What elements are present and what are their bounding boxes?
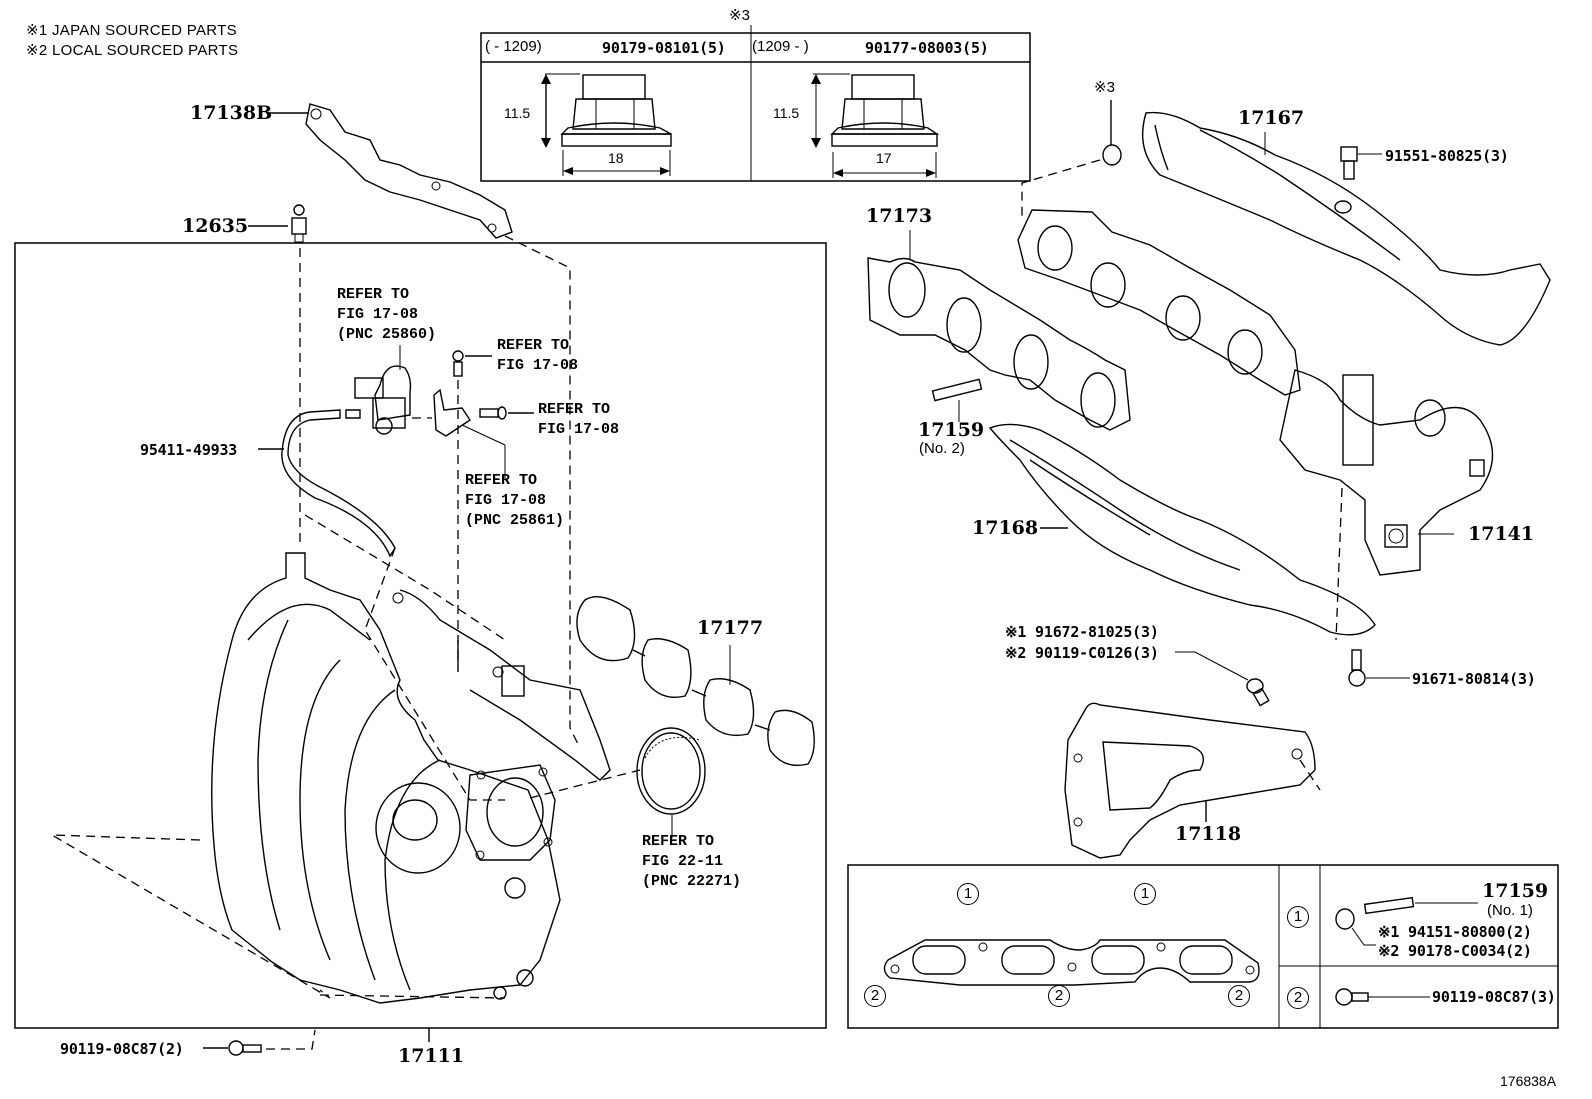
refer-to-fig-17-08-pnc-25861[interactable]: REFER TO FIG 17-08 (PNC 25861) bbox=[465, 471, 564, 531]
stud-12635-drawing bbox=[248, 204, 307, 548]
label-nut-94151-80800[interactable]: ※1 94151-80800(2) bbox=[1378, 923, 1532, 941]
ref-line: (PNC 25860) bbox=[337, 326, 437, 343]
exhaust-manifold-17141-drawing bbox=[1017, 209, 1494, 641]
nut-left-part-number[interactable]: 90179-08101(5) bbox=[602, 39, 726, 57]
figure-id: 176838A bbox=[1500, 1073, 1557, 1089]
stud-no1-and-nut-drawing bbox=[1335, 896, 1478, 1006]
ref-line: FIG 17-08 bbox=[465, 492, 547, 509]
label-bolt-90119-08c87-2[interactable]: 90119-08C87(2) bbox=[60, 1040, 184, 1058]
nut-left-height: 11.5 bbox=[504, 105, 531, 121]
flange-nut-drawing-right bbox=[811, 73, 940, 178]
label-bolt-91672-81025[interactable]: ※1 91672-81025(3) bbox=[1005, 623, 1159, 641]
label-manifold-17111[interactable]: 17111 bbox=[398, 1045, 465, 1067]
label-12635[interactable]: 12635 bbox=[182, 215, 249, 237]
nut-table-marker: ※3 bbox=[729, 7, 750, 24]
label-stud-no1-sub: (No. 1) bbox=[1487, 902, 1533, 919]
flange-nut-drawing-left bbox=[541, 73, 672, 176]
ref-line: FIG 17-08 bbox=[497, 357, 579, 374]
ref-line: REFER TO bbox=[642, 833, 715, 850]
vsv-and-hose-drawing bbox=[258, 345, 534, 660]
gasket-17177-drawing bbox=[576, 596, 815, 767]
heat-insulator-17167-drawing bbox=[1141, 111, 1551, 346]
label-stud-17159-no2[interactable]: 17159 bbox=[918, 419, 985, 441]
refer-to-fig-17-08-pnc-25860[interactable]: REFER TO FIG 17-08 (PNC 25860) bbox=[337, 285, 436, 345]
heat-insulator-17168-drawing bbox=[988, 423, 1376, 636]
position-marker-2: 2 bbox=[1228, 985, 1250, 1007]
label-bolt-91551-80825[interactable]: 91551-80825(3) bbox=[1385, 147, 1509, 165]
bolt-91551-drawing bbox=[1340, 146, 1382, 180]
label-stud-no2-sub: (No. 2) bbox=[919, 440, 965, 457]
label-stud-17159-no1[interactable]: 17159 bbox=[1482, 880, 1549, 902]
position-marker-2: 2 bbox=[864, 985, 886, 1007]
label-nut-marker-3: ※3 bbox=[1094, 79, 1115, 96]
bracket-17138b-drawing bbox=[266, 103, 579, 745]
nut-left-width: 18 bbox=[608, 150, 624, 166]
ref-line: (PNC 25861) bbox=[465, 512, 565, 529]
label-gasket-17173[interactable]: 17173 bbox=[866, 205, 933, 227]
stud-17159-no2-drawing bbox=[931, 378, 983, 422]
label-bolt-91671-80814[interactable]: 91671-80814(3) bbox=[1412, 670, 1536, 688]
refer-to-fig-22-11-pnc-22271[interactable]: REFER TO FIG 22-11 (PNC 22271) bbox=[642, 832, 741, 892]
legend-local-sourced: ※2 LOCAL SOURCED PARTS bbox=[26, 42, 239, 59]
nut-right-part-number[interactable]: 90177-08003(5) bbox=[865, 39, 989, 57]
label-gasket-17177[interactable]: 17177 bbox=[697, 617, 764, 639]
gasket-table-frame bbox=[847, 864, 1559, 1029]
intake-manifold-17111-drawing bbox=[51, 514, 641, 1004]
refer-to-fig-17-08-bolt[interactable]: REFER TO FIG 17-08 bbox=[497, 336, 578, 376]
label-insulator-17168[interactable]: 17168 bbox=[972, 517, 1039, 539]
nut-marker3-drawing bbox=[1021, 100, 1122, 220]
label-bolt-90119-c0126[interactable]: ※2 90119-C0126(3) bbox=[1005, 644, 1159, 662]
nut-right-width: 17 bbox=[876, 150, 892, 166]
nut-left-range: ( - 1209) bbox=[485, 38, 542, 55]
bolt-90119-08c87-drawing bbox=[203, 1028, 430, 1056]
gasket-outline-drawing bbox=[883, 939, 1260, 986]
ref-line: REFER TO bbox=[337, 286, 410, 303]
stay-17118-drawing bbox=[1064, 702, 1321, 859]
position-marker-1: 1 bbox=[957, 883, 979, 905]
bolt-91672-drawing bbox=[1175, 651, 1270, 707]
label-insulator-17167[interactable]: 17167 bbox=[1238, 107, 1305, 129]
ref-line: FIG 17-08 bbox=[538, 421, 620, 438]
label-hose-95411[interactable]: 95411-49933 bbox=[140, 441, 238, 459]
position-marker-2: 2 bbox=[1048, 985, 1070, 1007]
table-key-1: 1 bbox=[1287, 906, 1309, 928]
ref-line: FIG 22-11 bbox=[642, 853, 724, 870]
label-bolt-90119-08c87-3[interactable]: 90119-08C87(3) bbox=[1432, 988, 1556, 1006]
ref-line: (PNC 22271) bbox=[642, 873, 742, 890]
label-17138b[interactable]: 17138B bbox=[190, 102, 273, 124]
gasket-17173-drawing bbox=[867, 230, 1131, 431]
nut-right-range: (1209 - ) bbox=[752, 38, 809, 55]
ref-line: FIG 17-08 bbox=[337, 306, 419, 323]
table-key-2: 2 bbox=[1287, 987, 1309, 1009]
label-nut-90178-c0034[interactable]: ※2 90178-C0034(2) bbox=[1378, 942, 1532, 960]
nut-right-height: 11.5 bbox=[773, 105, 800, 121]
nut-table-frame bbox=[480, 25, 1031, 182]
ref-line: REFER TO bbox=[538, 401, 611, 418]
label-manifold-17141[interactable]: 17141 bbox=[1468, 523, 1535, 545]
label-stay-17118[interactable]: 17118 bbox=[1175, 823, 1242, 845]
ref-line: REFER TO bbox=[465, 472, 538, 489]
position-marker-1: 1 bbox=[1134, 883, 1156, 905]
refer-to-fig-17-08-screw[interactable]: REFER TO FIG 17-08 bbox=[538, 400, 619, 440]
intake-assembly-frame bbox=[14, 242, 827, 1029]
throttle-body-gasket-drawing bbox=[636, 727, 706, 838]
ref-line: REFER TO bbox=[497, 337, 570, 354]
bolt-91671-drawing bbox=[1348, 649, 1410, 687]
legend-japan-sourced: ※1 JAPAN SOURCED PARTS bbox=[26, 22, 237, 39]
